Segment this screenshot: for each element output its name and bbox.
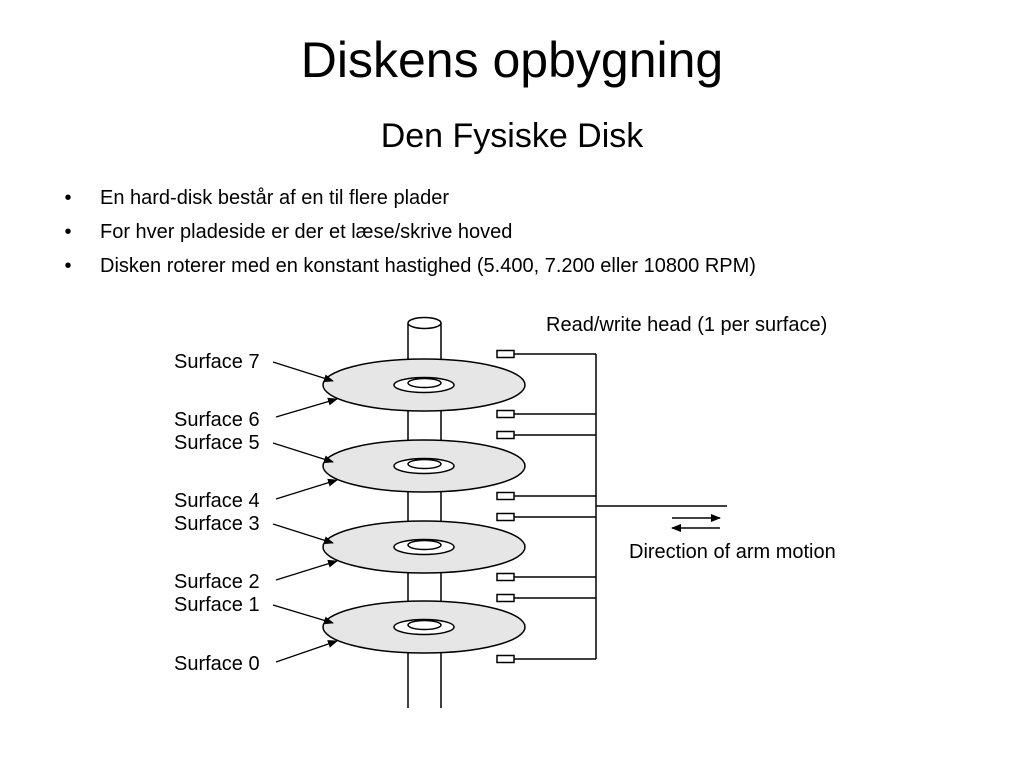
read-write-head-icon <box>496 512 515 522</box>
bullet-text: Disken roterer med en konstant hastighed… <box>100 255 756 277</box>
surface-label: Surface 7 <box>174 351 260 373</box>
head-label: Read/write head (1 per surface) <box>546 314 827 336</box>
bullet-dot-icon: • <box>64 221 72 243</box>
leader-arrow-icon <box>272 442 334 464</box>
bullet-item: • Disken roterer med en konstant hastighe… <box>58 254 978 278</box>
surface-label: Surface 5 <box>174 432 260 454</box>
surface-label: Surface 6 <box>174 409 260 431</box>
head-arm-assembly <box>514 353 727 660</box>
slide-subtitle: Den Fysiske Disk <box>380 117 644 155</box>
surface-label: Surface 1 <box>174 594 260 616</box>
leader-arrow-icon <box>275 478 338 500</box>
surface-leaders <box>272 361 338 663</box>
bullet-text: En hard-disk består af en til flere plad… <box>100 187 450 209</box>
surface-label: Surface 3 <box>174 513 260 535</box>
platter-4 <box>322 600 526 654</box>
read-write-head-icon <box>496 409 515 419</box>
platter-1 <box>322 358 526 412</box>
bullet-item: • For hver pladeside er der et læse/skriv… <box>58 220 978 244</box>
slide-title: Diskens opbygning <box>300 32 724 88</box>
surface-label: Surface 4 <box>174 490 260 512</box>
leader-arrow-icon <box>272 361 334 383</box>
read-write-heads <box>496 349 515 664</box>
read-write-head-icon <box>496 593 515 603</box>
read-write-head-icon <box>496 572 515 582</box>
read-write-head-icon <box>496 654 515 664</box>
bullet-list: • En hard-disk består af en til flere pla… <box>58 186 978 288</box>
surface-label: Surface 2 <box>174 571 260 593</box>
platter-2 <box>322 439 526 493</box>
arm-motion-label: Direction of arm motion <box>629 541 836 563</box>
surface-label: Surface 0 <box>174 653 260 675</box>
bullet-text: For hver pladeside er der et læse/skrive… <box>100 221 513 243</box>
leader-arrow-icon <box>272 604 334 625</box>
bullet-item: • En hard-disk består af en til flere pla… <box>58 186 978 210</box>
leader-arrow-icon <box>272 523 334 545</box>
read-write-head-icon <box>496 491 515 501</box>
leader-arrow-icon <box>275 397 338 418</box>
leader-arrow-icon <box>275 640 338 663</box>
arm-motion-arrows <box>671 514 721 532</box>
read-write-head-icon <box>496 430 515 440</box>
platter-3 <box>322 520 526 574</box>
leader-arrow-icon <box>275 559 338 581</box>
bullet-dot-icon: • <box>64 255 72 277</box>
read-write-head-icon <box>496 349 515 359</box>
bullet-dot-icon: • <box>64 187 72 209</box>
